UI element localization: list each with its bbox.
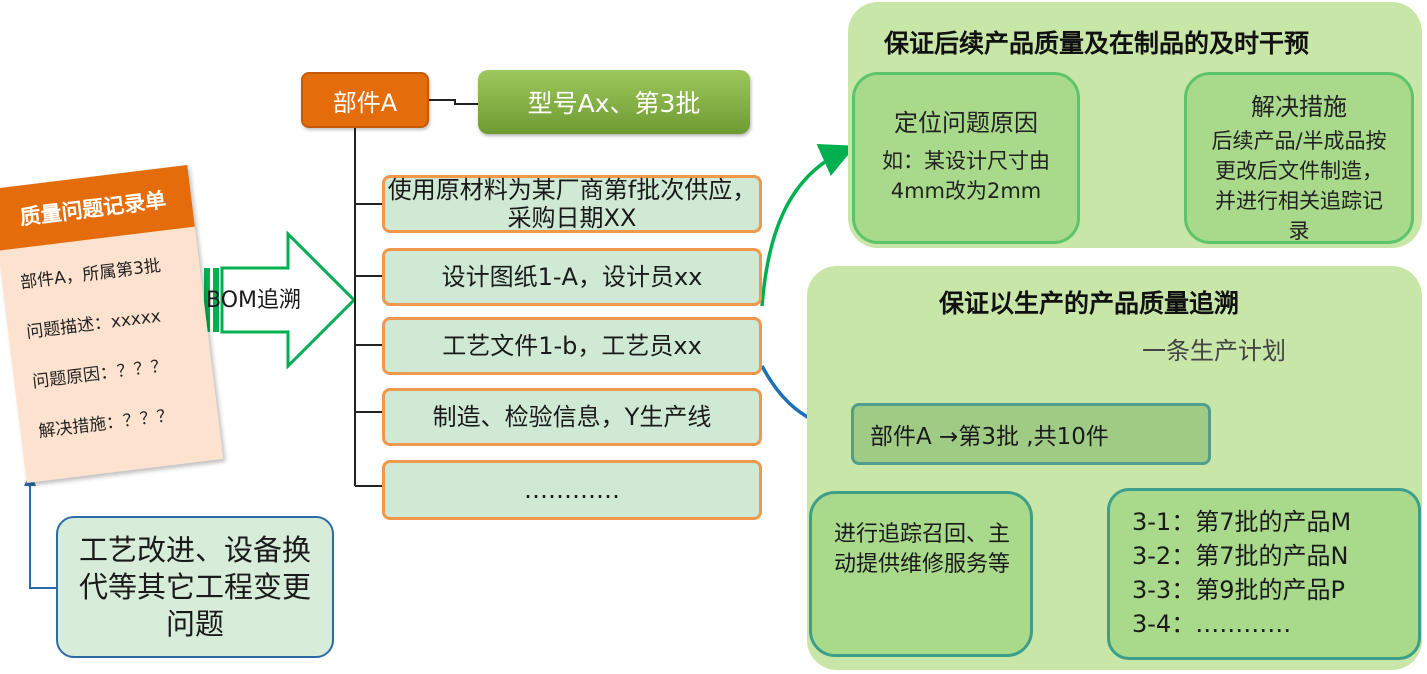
product-item: 3-3：第9批的产品P	[1132, 576, 1345, 604]
locate-cause-heading: 定位问题原因	[894, 109, 1038, 137]
bom-item-more: …………	[382, 460, 762, 520]
intervention-panel-title: 保证后续产品质量及在制品的及时干预	[884, 29, 1310, 58]
part-box: 部件A	[301, 72, 429, 128]
improvement-connector	[24, 472, 56, 589]
solution-box: 解决措施 后续产品/半成品按更改后文件制造，并进行相关追踪记录	[1184, 72, 1414, 244]
record-description: 问题描述：xxxxx	[25, 306, 163, 343]
production-plan-label: 一条生产计划	[1142, 337, 1286, 365]
model-box: 型号Ax、第3批	[478, 70, 750, 134]
bom-item-manufacturing: 制造、检验信息，Y生产线	[382, 388, 762, 446]
bom-arrow-label: BOM追溯	[206, 288, 302, 313]
solution-body: 后续产品/半成品按更改后文件制造，并进行相关追踪记录	[1211, 129, 1387, 243]
product-item: 3-1：第7批的产品M	[1132, 508, 1352, 536]
bom-tree-lines	[354, 128, 382, 487]
solution-heading: 解决措施	[1251, 93, 1347, 121]
intervention-panel: 保证后续产品质量及在制品的及时干预 定位问题原因 如：某设计尺寸由4mm改为2m…	[848, 2, 1422, 248]
product-item: 3-2：第7批的产品N	[1132, 542, 1349, 570]
record-part: 部件A，所属第3批	[19, 256, 163, 294]
traceability-panel-title: 保证以生产的产品质量追溯	[939, 289, 1240, 318]
improvement-box: 工艺改进、设备换代等其它工程变更问题	[56, 516, 334, 658]
record-cause: 问题原因：？？？	[31, 356, 169, 393]
quality-record-card: 质量问题记录单 部件A，所属第3批 问题描述：xxxxx 问题原因：？？？ 解决…	[0, 165, 224, 483]
recall-box: 进行追踪召回、主动提供维修服务等	[809, 491, 1033, 657]
record-solution: 解决措施：？？？	[37, 405, 175, 443]
products-list-box: 3-1：第7批的产品M 3-2：第7批的产品N 3-3：第9批的产品P 3-4：…	[1107, 488, 1421, 660]
design-to-top-arrow	[760, 144, 856, 307]
part-model-connector	[429, 99, 478, 105]
bom-item-design: 设计图纸1-A，设计员xx	[382, 248, 762, 306]
bom-item-material: 使用原材料为某厂商第f批次供应，采购日期XX	[382, 175, 762, 233]
locate-cause-box: 定位问题原因 如：某设计尺寸由4mm改为2mm	[852, 72, 1080, 244]
product-item: 3-4：…………	[1132, 610, 1292, 638]
locate-cause-body: 如：某设计尺寸由4mm改为2mm	[882, 149, 1050, 203]
batch-box: 部件A →第3批 ,共10件	[851, 403, 1211, 465]
bom-item-process: 工艺文件1-b，工艺员xx	[382, 317, 762, 375]
bom-arrow	[204, 230, 357, 370]
